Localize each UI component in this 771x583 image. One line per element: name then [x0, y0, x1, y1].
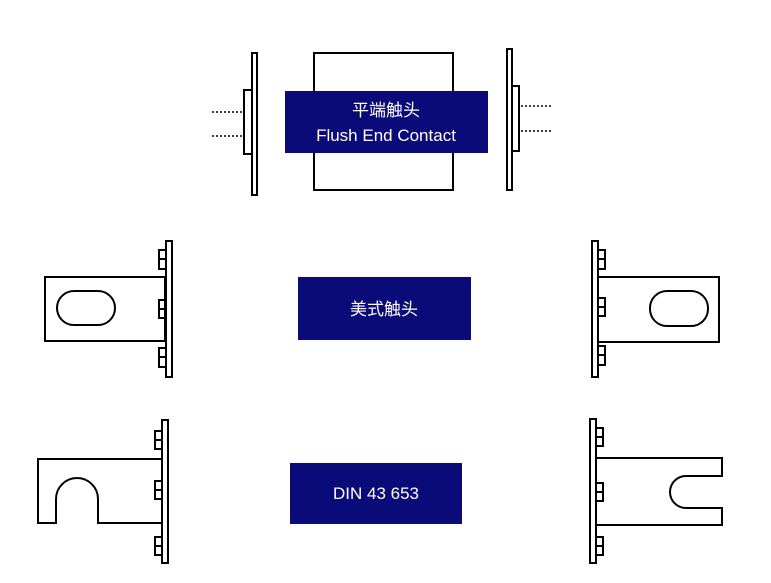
din-left-clip-bottom	[154, 536, 162, 556]
right-contact-stub	[511, 85, 520, 152]
american-label: 美式触头	[350, 300, 418, 320]
american-contact-left-drawing	[44, 240, 173, 378]
american-left-slot	[56, 290, 116, 326]
american-right-slot	[649, 290, 709, 327]
din-label-box	[290, 463, 462, 524]
flush-label-box	[285, 91, 488, 153]
american-left-clip-mid	[158, 299, 166, 319]
american-left-blade	[44, 276, 166, 342]
american-right-blade	[597, 276, 720, 343]
din-label: DIN 43 653	[333, 484, 419, 503]
american-right-clip-mid	[598, 297, 606, 317]
american-left-clip-bottom	[158, 347, 166, 368]
left-contact-stub	[243, 89, 253, 155]
american-left-clip-top	[158, 249, 166, 270]
din-contact-right-drawing	[589, 418, 723, 564]
american-right-clip-top	[598, 249, 606, 270]
american-label-box	[298, 277, 471, 340]
din-right-clip-top	[596, 427, 604, 447]
din-left-clip-mid	[154, 480, 162, 500]
din-right-plate	[589, 418, 597, 564]
american-right-clip-bottom	[598, 345, 606, 366]
flush-label-line2: Flush End Contact	[316, 126, 456, 145]
flush-end-contact-drawing: 平端触头 Flush End Contact	[212, 48, 551, 196]
american-left-plate	[165, 240, 173, 378]
din-left-clip-top	[154, 430, 162, 450]
din-right-clip-mid	[596, 482, 604, 502]
flush-label-line1: 平端触头	[352, 101, 420, 121]
din-left-plate	[161, 419, 169, 564]
american-contact-right-drawing	[591, 240, 720, 378]
din-contact-left-drawing	[37, 419, 169, 564]
din-left-blade	[37, 458, 162, 524]
din-right-clip-bottom	[596, 536, 604, 556]
din-right-blade	[596, 457, 723, 526]
